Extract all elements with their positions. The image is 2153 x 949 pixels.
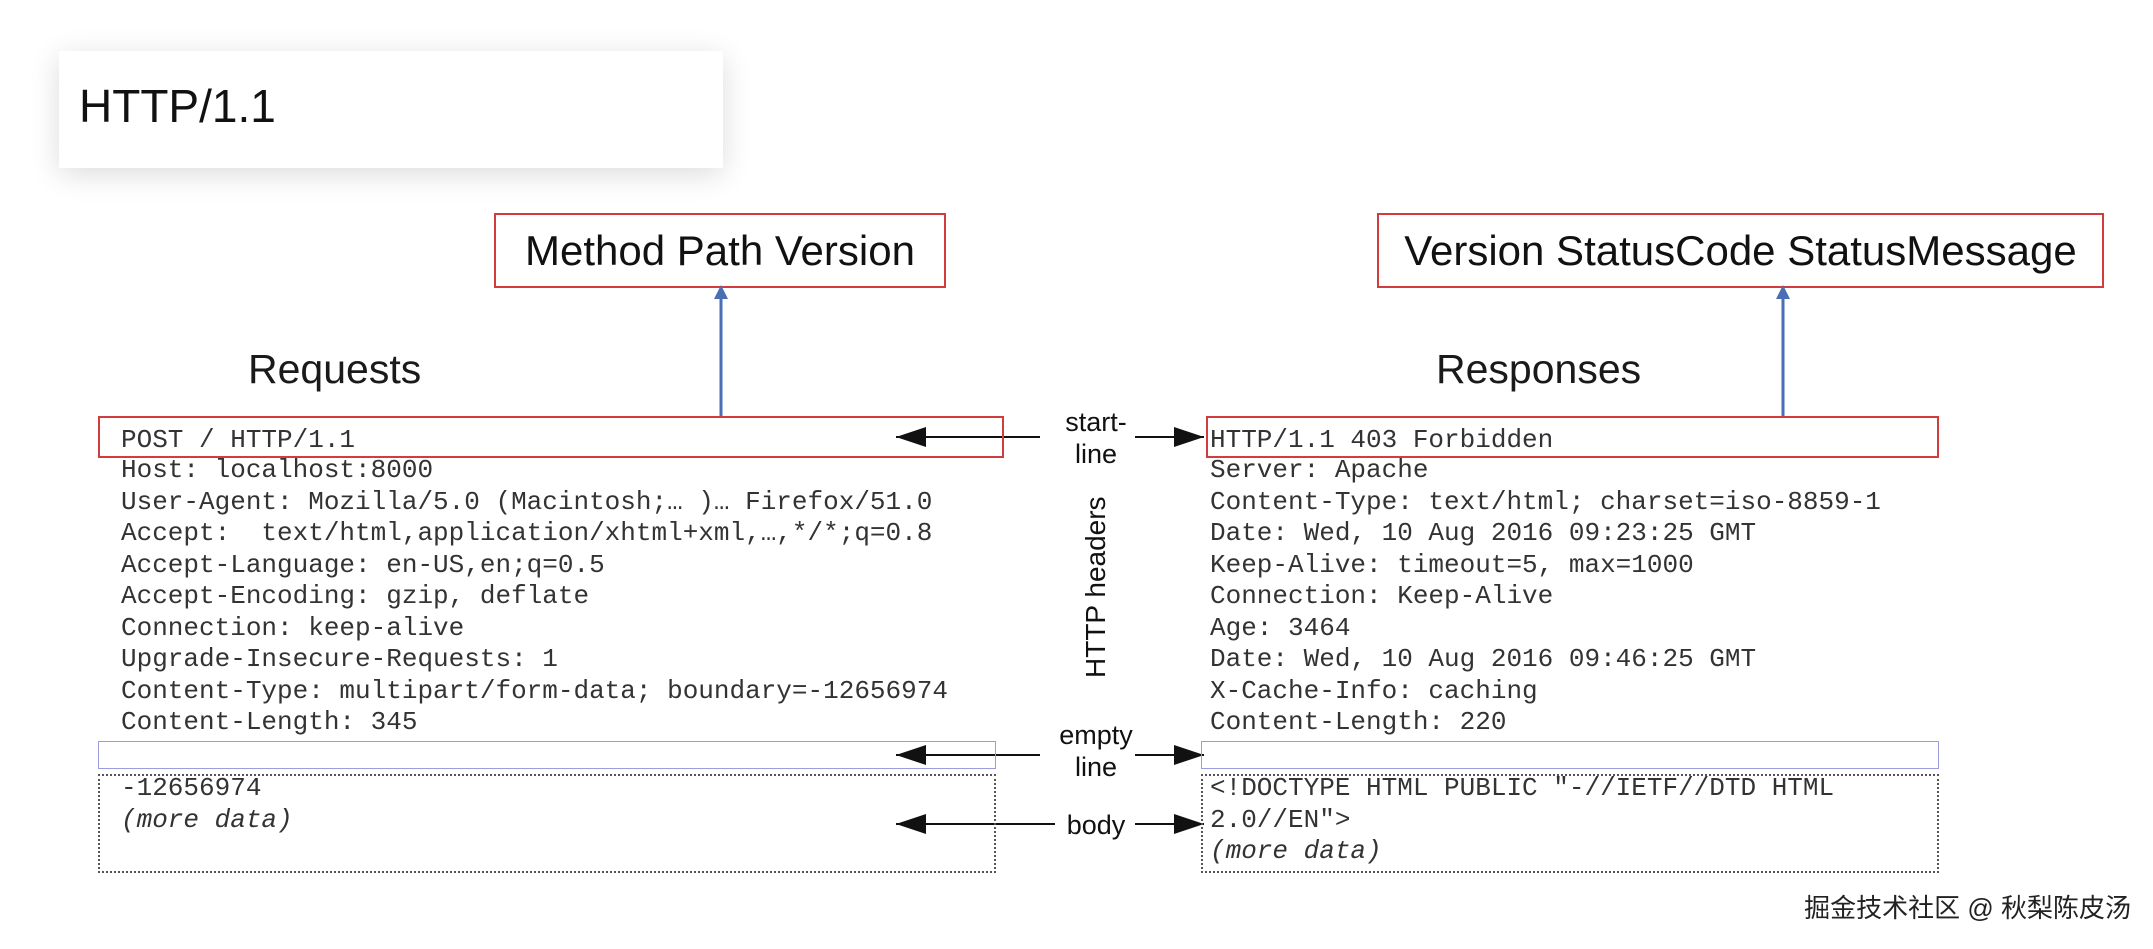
response-emptyline-outline	[1201, 741, 1939, 769]
request-header-line: Accept-Encoding: gzip, deflate	[121, 581, 590, 611]
response-header-line: Keep-Alive: timeout=5, max=1000	[1210, 549, 1694, 580]
body-label: body	[1066, 810, 1126, 840]
empty-line-label: empty line	[1054, 719, 1138, 783]
response-header-line: X-Cache-Info: caching	[1210, 675, 1538, 706]
response-header-line: Age: 3464	[1210, 612, 1351, 643]
response-start-line-text: HTTP/1.1 403 Forbidden	[1210, 425, 1554, 455]
response-startline-format-box: Version StatusCode StatusMessage	[1377, 213, 2104, 288]
title-card: HTTP/1.1	[59, 51, 723, 168]
request-header-line: Upgrade-Insecure-Requests: 1	[121, 644, 558, 674]
request-body-outline	[98, 774, 996, 873]
request-startline-format: Method Path Version	[525, 226, 915, 274]
start-line-label-part1: start-	[1065, 407, 1127, 437]
start-line-label-part2: line	[1074, 439, 1118, 469]
request-header-line: Content-Type: multipart/form-data; bound…	[121, 675, 948, 706]
requests-heading: Requests	[248, 346, 422, 392]
response-startline-outline	[1206, 416, 1939, 458]
response-body-line: 2.0//EN">	[1210, 804, 1351, 835]
response-header-line: Date: Wed, 10 Aug 2016 09:46:25 GMT	[1210, 644, 1757, 674]
empty-line-label-part2: line	[1074, 752, 1118, 782]
request-startline-format-box: Method Path Version	[494, 213, 946, 288]
response-start-line: HTTP/1.1 403 Forbidden	[1210, 425, 1553, 457]
request-header-line: Accept-Language: en-US,en;q=0.5	[121, 549, 605, 580]
request-body-more: (more data)	[121, 804, 293, 835]
http-headers-label: HTTP headers	[1080, 496, 1111, 678]
response-body-outline	[1201, 774, 1939, 873]
request-header-line: Host: localhost:8000	[121, 455, 434, 485]
page-title: HTTP/1.1	[79, 80, 276, 132]
response-headers: Server: Apache Content-Type: text/html; …	[1210, 455, 1881, 739]
start-line-label: start- line	[1058, 406, 1134, 470]
response-body-more: (more data)	[1210, 836, 1382, 866]
response-body-line: <!DOCTYPE HTML PUBLIC "-//IETF//DTD HTML	[1210, 773, 1835, 803]
request-body: -12656974 (more data)	[121, 773, 293, 836]
response-header-line: Server: Apache	[1210, 455, 1429, 485]
response-body: <!DOCTYPE HTML PUBLIC "-//IETF//DTD HTML…	[1210, 773, 1834, 868]
response-header-line: Connection: Keep-Alive	[1210, 581, 1554, 611]
watermark: 掘金技术社区 @ 秋梨陈皮汤	[1804, 893, 2131, 923]
request-header-line: User-Agent: Mozilla/5.0 (Macintosh;… )… …	[121, 486, 933, 517]
response-header-line: Content-Type: text/html; charset=iso-885…	[1210, 486, 1881, 517]
request-startline-outline	[98, 416, 1004, 458]
responses-heading: Responses	[1436, 346, 1642, 392]
request-header-line: Connection: keep-alive	[121, 612, 465, 643]
request-body-line: -12656974	[121, 773, 262, 803]
response-header-line: Content-Length: 220	[1210, 707, 1507, 737]
request-start-line: POST / HTTP/1.1	[121, 425, 355, 457]
request-emptyline-outline	[98, 741, 996, 769]
empty-line-label-part1: empty	[1059, 720, 1133, 750]
response-startline-format: Version StatusCode StatusMessage	[1404, 226, 2077, 274]
request-header-line: Accept: text/html,application/xhtml+xml,…	[121, 518, 933, 548]
request-headers: Host: localhost:8000 User-Agent: Mozilla…	[121, 455, 948, 739]
request-start-line-text: POST / HTTP/1.1	[121, 425, 356, 455]
request-header-line: Content-Length: 345	[121, 707, 418, 737]
response-header-line: Date: Wed, 10 Aug 2016 09:23:25 GMT	[1210, 518, 1757, 548]
